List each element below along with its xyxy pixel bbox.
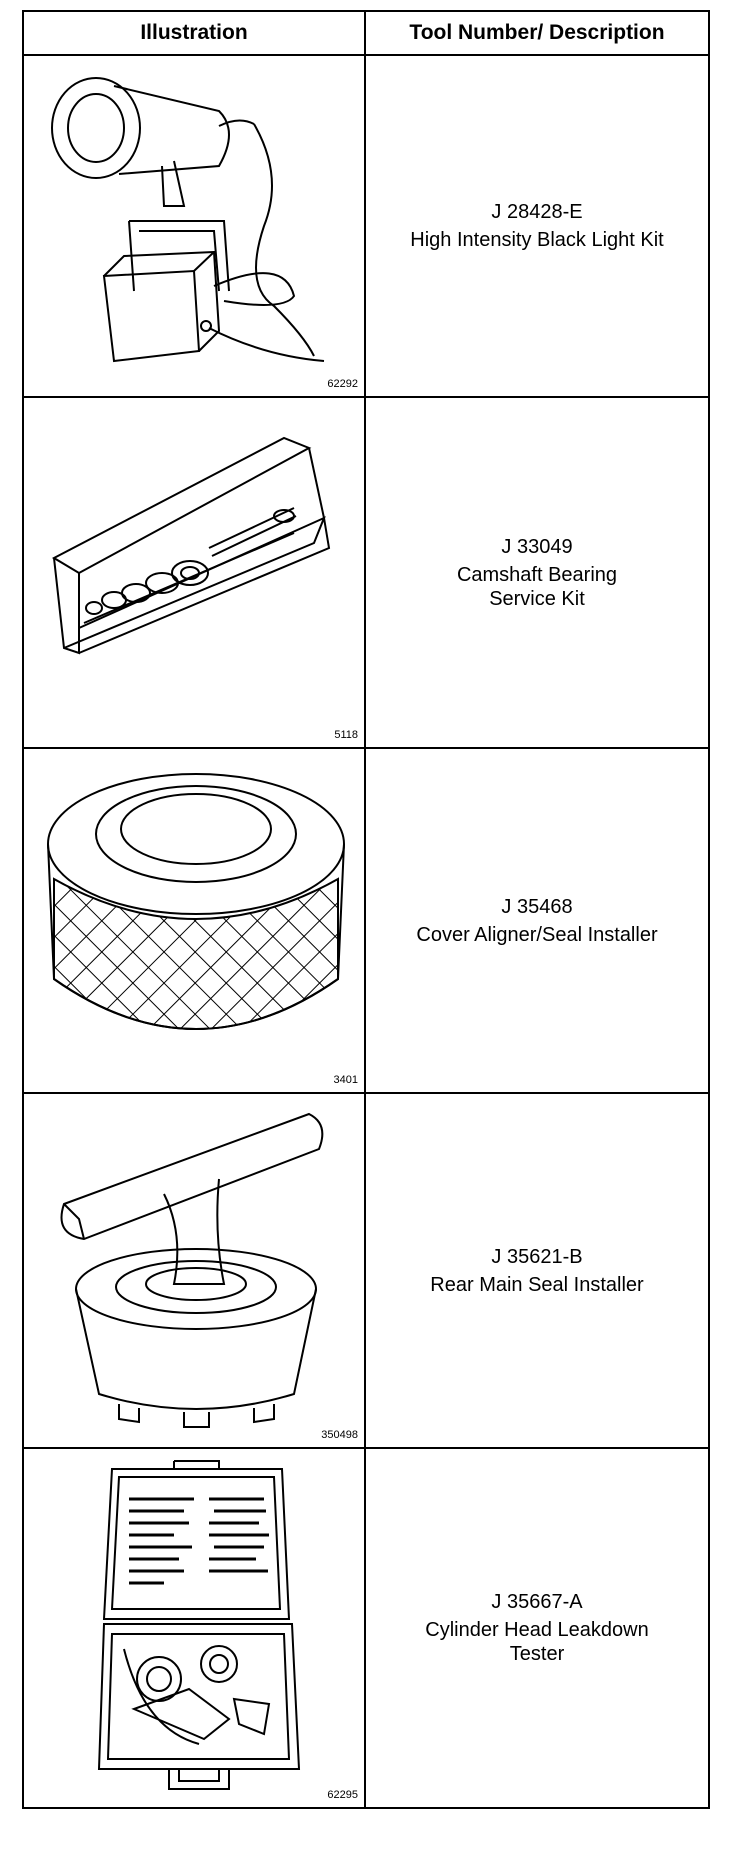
- table-row: 5118 J 33049 Camshaft Bearing Service Ki…: [24, 398, 708, 749]
- tool-description: Rear Main Seal Installer: [430, 1273, 644, 1296]
- leakdown-tester-case-icon: [97, 1460, 301, 1790]
- table-row: 62295 J 35667-A Cylinder Head Leakdown T…: [24, 1449, 708, 1807]
- table-row: 62292 J 28428-E High Intensity Black Lig…: [24, 56, 708, 398]
- description-cell: J 35621-B Rear Main Seal Installer: [366, 1094, 708, 1447]
- description-cell: J 35468 Cover Aligner/Seal Installer: [366, 749, 708, 1092]
- tool-number: J 35468: [501, 895, 573, 918]
- tool-number: J 28428-E: [491, 201, 583, 223]
- header-tool-description: Tool Number/ Description: [409, 21, 665, 44]
- tools-table: Illustration Tool Number/ Description: [22, 10, 710, 1809]
- figure-number: 3401: [333, 1074, 358, 1086]
- tool-description: Cover Aligner/Seal Installer: [416, 923, 658, 946]
- seal-installer-icon: [47, 773, 345, 1030]
- tool-number: J 35667-A: [491, 1591, 583, 1613]
- bearing-service-kit-icon: [51, 436, 331, 655]
- illustration-cell: 62292: [24, 56, 366, 396]
- illustration-cell: 62295: [24, 1449, 366, 1807]
- table-row: 3401 J 35468 Cover Aligner/Seal Installe…: [24, 749, 708, 1094]
- figure-number: 5118: [334, 729, 358, 741]
- table-row: 350498 J 35621-B Rear Main Seal Installe…: [24, 1094, 708, 1449]
- description-cell: J 33049 Camshaft Bearing Service Kit: [366, 398, 708, 747]
- description-cell: J 28428-E High Intensity Black Light Kit: [366, 56, 708, 396]
- figure-number: 62292: [327, 378, 358, 390]
- tool-number: J 33049: [501, 535, 573, 558]
- figure-number: 62295: [327, 1789, 358, 1801]
- rear-main-seal-installer-icon: [60, 1112, 324, 1428]
- table-header: Illustration Tool Number/ Description: [24, 12, 708, 56]
- tool-number: J 35621-B: [491, 1245, 583, 1268]
- illustration-cell: 3401: [24, 749, 366, 1092]
- illustration-cell: 5118: [24, 398, 366, 747]
- illustration-cell: 350498: [24, 1094, 366, 1447]
- figure-number: 350498: [321, 1429, 358, 1441]
- tool-description: High Intensity Black Light Kit: [410, 229, 664, 251]
- tool-description: Camshaft Bearing Service Kit: [456, 563, 618, 610]
- header-illustration: Illustration: [24, 12, 366, 54]
- black-light-kit-icon: [51, 77, 325, 363]
- description-cell: J 35667-A Cylinder Head Leakdown Tester: [366, 1449, 708, 1807]
- tool-description: Cylinder Head Leakdown Tester: [425, 1619, 649, 1665]
